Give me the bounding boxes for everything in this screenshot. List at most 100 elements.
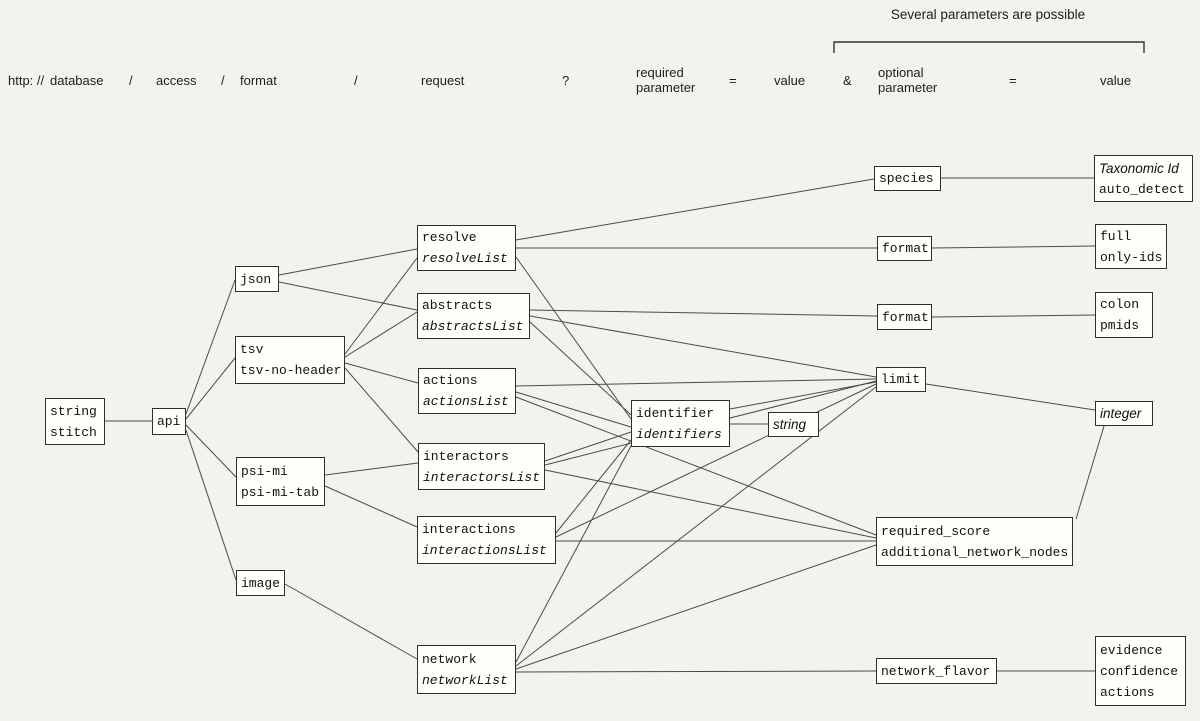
edge-psi-mi--interactions <box>324 485 418 528</box>
node-species-label: species <box>879 171 934 186</box>
several-parameters-bracket <box>833 41 1145 53</box>
node-taxonomic-id: Taxonomic Id auto_detect <box>1094 155 1193 202</box>
node-evidence-confidence-actions-label: actions <box>1100 684 1155 700</box>
edge-required-score--integer <box>1075 425 1105 520</box>
url-ampersand: & <box>843 73 852 88</box>
edge-resolve--identifier <box>515 256 632 420</box>
node-api-label: api <box>157 414 181 429</box>
url-slash-2: / <box>221 73 225 88</box>
node-actions-label: actionsList <box>423 394 509 409</box>
edge-network--required-score <box>515 544 877 670</box>
edge-abstracts--limit <box>529 315 877 378</box>
node-interactors-label: interactors <box>423 448 509 464</box>
edge-interactors--identifier <box>544 431 632 462</box>
node-network-label: network <box>422 651 477 667</box>
node-string-stitch-label: stitch <box>50 424 97 440</box>
node-colon-pmids-label: colon <box>1100 297 1140 312</box>
edge-json--abstracts <box>278 281 418 311</box>
node-resolve-label: resolve <box>422 230 477 245</box>
node-json: json <box>235 266 279 292</box>
node-psi-mi-label: psi-mi-tab <box>241 484 320 500</box>
edge-api--json <box>185 279 236 415</box>
node-interactors-label: interactorsList <box>423 469 541 485</box>
node-string-stitch: string stitch <box>45 398 105 445</box>
node-abstracts: abstracts abstractsList <box>417 293 530 339</box>
url-equals-1: = <box>729 73 737 88</box>
node-evidence-confidence-actions-label: confidence <box>1100 663 1179 679</box>
node-integer-label: integer <box>1100 406 1142 421</box>
url-request: request <box>421 73 465 88</box>
node-abstracts-label: abstracts <box>422 298 493 313</box>
edge-format-abstracts--colon-pmids <box>931 314 1096 318</box>
edge-actions--identifier <box>515 391 632 428</box>
node-tsv-label: tsv <box>240 342 264 357</box>
node-format-ids-label: format <box>882 241 929 256</box>
edge-tsv--actions <box>344 362 419 384</box>
node-string-stitch-label: string <box>50 403 97 419</box>
node-network-flavor-label: network_flavor <box>881 663 991 679</box>
node-identifier-label: identifier <box>636 405 715 421</box>
url-value-2: value <box>1100 73 1132 88</box>
url-question-mark: ? <box>562 73 570 88</box>
node-api: api <box>152 408 186 435</box>
edge-network--network-flavor <box>515 670 877 673</box>
node-limit-label: limit <box>881 372 921 387</box>
edge-api--tsv <box>185 357 236 420</box>
node-evidence-confidence-actions-label: evidence <box>1100 642 1163 658</box>
node-species: species <box>874 166 941 191</box>
node-taxonomic-id-label: Taxonomic Id <box>1099 160 1179 176</box>
node-taxonomic-id-label: auto_detect <box>1099 181 1185 197</box>
edge-network--identifier <box>515 445 632 663</box>
node-integer: integer <box>1095 401 1153 426</box>
url-value-1: value <box>774 73 806 88</box>
node-network-flavor: network_flavor <box>876 658 997 684</box>
node-image: image <box>236 570 285 596</box>
edge-limit--integer <box>925 383 1096 411</box>
edge-format-ids--full-only-ids <box>931 245 1096 249</box>
url-database: database <box>50 73 104 88</box>
node-actions: actions actionsList <box>418 368 516 414</box>
node-required-score-label: additional_network_nodes <box>881 544 1069 560</box>
node-actions-label: actions <box>423 373 478 388</box>
node-format-abstracts-label: format <box>882 309 929 325</box>
node-identifier-label: identifiers <box>636 426 722 442</box>
node-interactions-label: interactions <box>422 522 516 537</box>
edge-abstracts--format-abstracts <box>529 309 878 317</box>
edge-interactors--required-score <box>544 469 877 539</box>
node-limit: limit <box>876 367 926 392</box>
url-required-parameter: required parameter <box>636 65 696 95</box>
edge-psi-mi--interactors <box>324 462 419 476</box>
node-identifier: identifier identifiers <box>631 400 730 447</box>
node-full-only-ids: full only-ids <box>1095 224 1167 269</box>
edge-tsv--abstracts <box>344 311 418 358</box>
node-psi-mi-label: psi-mi <box>241 463 288 479</box>
node-full-only-ids-label: only-ids <box>1100 249 1163 265</box>
edge-json--resolve <box>278 248 418 276</box>
node-interactors: interactors interactorsList <box>418 443 545 490</box>
edge-tsv--resolve <box>344 257 418 355</box>
node-evidence-confidence-actions: evidence confidence actions <box>1095 636 1186 706</box>
url-optional-parameter: optional parameter <box>878 65 938 95</box>
node-string-value: string <box>768 412 819 437</box>
node-format-abstracts: format <box>877 304 932 330</box>
edge-tsv--interactors <box>344 367 419 453</box>
edge-api--psi-mi <box>185 424 237 478</box>
bracket-title: Several parameters are possible <box>890 7 1086 22</box>
edge-actions--required-score <box>515 396 877 536</box>
node-json-label: json <box>240 271 272 287</box>
node-full-only-ids-label: full <box>1100 228 1132 244</box>
edge-identifier--limit <box>729 381 877 410</box>
edge-abstracts--identifier <box>529 321 632 416</box>
node-abstracts-label: abstractsList <box>422 319 524 334</box>
node-image-label: image <box>241 575 281 591</box>
url-scheme: http: // <box>8 73 45 88</box>
node-format-ids: format <box>877 236 932 261</box>
